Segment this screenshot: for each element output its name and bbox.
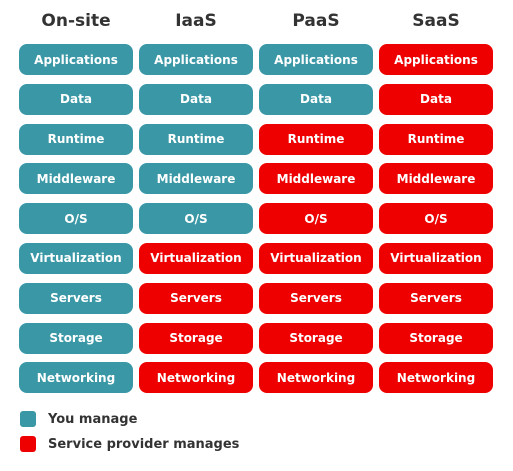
cell-paas-networking: Networking — [259, 362, 373, 394]
cell-iaas-o-s: O/S — [139, 203, 253, 235]
legend-label-provider-manages: Service provider manages — [48, 436, 240, 452]
cell-paas-virtualization: Virtualization — [259, 242, 373, 274]
cell-on-site-storage: Storage — [19, 322, 133, 354]
cell-on-site-virtualization: Virtualization — [19, 242, 133, 274]
cell-paas-o-s: O/S — [259, 203, 373, 235]
legend-swatch-provider-manages — [20, 436, 36, 452]
cell-on-site-data: Data — [19, 83, 133, 115]
legend-swatch-you-manage — [20, 411, 36, 427]
cell-paas-middleware: Middleware — [259, 163, 373, 195]
cell-iaas-data: Data — [139, 83, 253, 115]
cell-saas-networking: Networking — [379, 362, 493, 394]
cell-on-site-middleware: Middleware — [19, 163, 133, 195]
cell-saas-storage: Storage — [379, 322, 493, 354]
column-headers: On-site IaaS PaaS SaaS — [19, 8, 494, 34]
cell-saas-middleware: Middleware — [379, 163, 493, 195]
cell-saas-data: Data — [379, 83, 493, 115]
cell-iaas-servers: Servers — [139, 282, 253, 314]
cell-iaas-networking: Networking — [139, 362, 253, 394]
column-header-on-site: On-site — [41, 11, 111, 31]
column-header-saas: SaaS — [412, 11, 460, 31]
legend-item-provider-manages: Service provider manages — [20, 435, 239, 453]
cell-paas-data: Data — [259, 83, 373, 115]
cell-on-site-o-s: O/S — [19, 203, 133, 235]
cell-saas-virtualization: Virtualization — [379, 242, 493, 274]
cell-saas-servers: Servers — [379, 282, 493, 314]
cell-paas-storage: Storage — [259, 322, 373, 354]
cell-saas-o-s: O/S — [379, 203, 493, 235]
cell-on-site-networking: Networking — [19, 362, 133, 394]
cell-saas-applications: Applications — [379, 44, 493, 75]
legend-label-you-manage: You manage — [48, 411, 138, 427]
cell-iaas-storage: Storage — [139, 322, 253, 354]
cell-on-site-servers: Servers — [19, 282, 133, 314]
legend-item-you-manage: You manage — [20, 410, 239, 428]
cell-iaas-runtime: Runtime — [139, 123, 253, 155]
cell-iaas-applications: Applications — [139, 44, 253, 75]
cell-paas-servers: Servers — [259, 282, 373, 314]
legend: You manage Service provider manages — [20, 410, 239, 460]
cell-on-site-applications: Applications — [19, 44, 133, 75]
cell-on-site-runtime: Runtime — [19, 123, 133, 155]
column-header-iaas: IaaS — [175, 11, 217, 31]
cell-saas-runtime: Runtime — [379, 123, 493, 155]
cell-paas-applications: Applications — [259, 44, 373, 75]
cell-paas-runtime: Runtime — [259, 123, 373, 155]
cell-iaas-virtualization: Virtualization — [139, 242, 253, 274]
cell-iaas-middleware: Middleware — [139, 163, 253, 195]
column-header-paas: PaaS — [292, 11, 340, 31]
